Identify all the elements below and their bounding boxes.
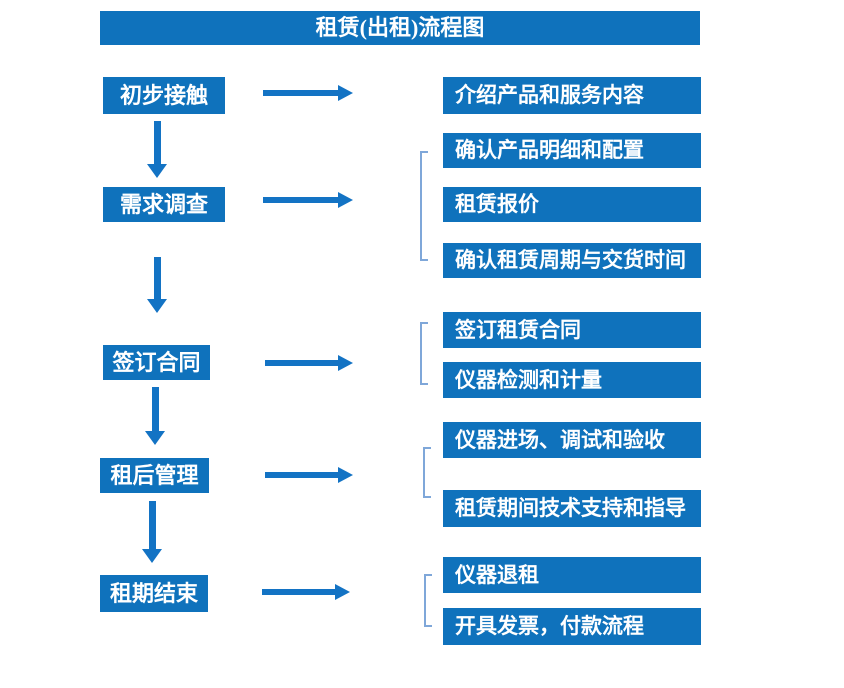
detail-box-introduce-products: 介绍产品和服务内容 — [443, 77, 701, 114]
detail-box-instrument-inspection: 仪器检测和计量 — [443, 362, 701, 398]
down-arrow-icon — [147, 121, 167, 178]
down-arrow-icon — [145, 387, 165, 445]
right-arrow-icon — [265, 355, 353, 371]
down-arrow-icon — [142, 501, 162, 563]
detail-box-instrument-setup: 仪器进场、调试和验收 — [443, 422, 701, 458]
page-title: 租赁(出租)流程图 — [100, 11, 700, 45]
detail-box-instrument-return: 仪器退租 — [443, 557, 701, 593]
detail-box-invoice-payment: 开具发票，付款流程 — [443, 608, 701, 645]
detail-box-rental-quote: 租赁报价 — [443, 187, 701, 222]
group-bracket — [420, 151, 428, 261]
step-box-initial-contact: 初步接触 — [103, 77, 225, 114]
detail-box-confirm-product-details: 确认产品明细和配置 — [443, 133, 701, 168]
detail-box-sign-rental-contract: 签订租赁合同 — [443, 312, 701, 348]
right-arrow-icon — [262, 584, 350, 600]
step-box-demand-survey: 需求调查 — [103, 187, 225, 222]
step-box-post-rental-management: 租后管理 — [100, 458, 209, 493]
detail-box-confirm-rental-period: 确认租赁周期与交货时间 — [443, 243, 701, 278]
detail-box-technical-support: 租赁期间技术支持和指导 — [443, 490, 701, 527]
group-bracket — [420, 322, 428, 385]
right-arrow-icon — [263, 192, 353, 208]
group-bracket — [424, 574, 432, 627]
down-arrow-icon — [147, 257, 167, 313]
step-box-rental-end: 租期结束 — [100, 575, 208, 612]
step-box-sign-contract: 签订合同 — [103, 345, 210, 380]
right-arrow-icon — [265, 467, 353, 483]
group-bracket — [423, 447, 431, 498]
right-arrow-icon — [263, 85, 353, 101]
